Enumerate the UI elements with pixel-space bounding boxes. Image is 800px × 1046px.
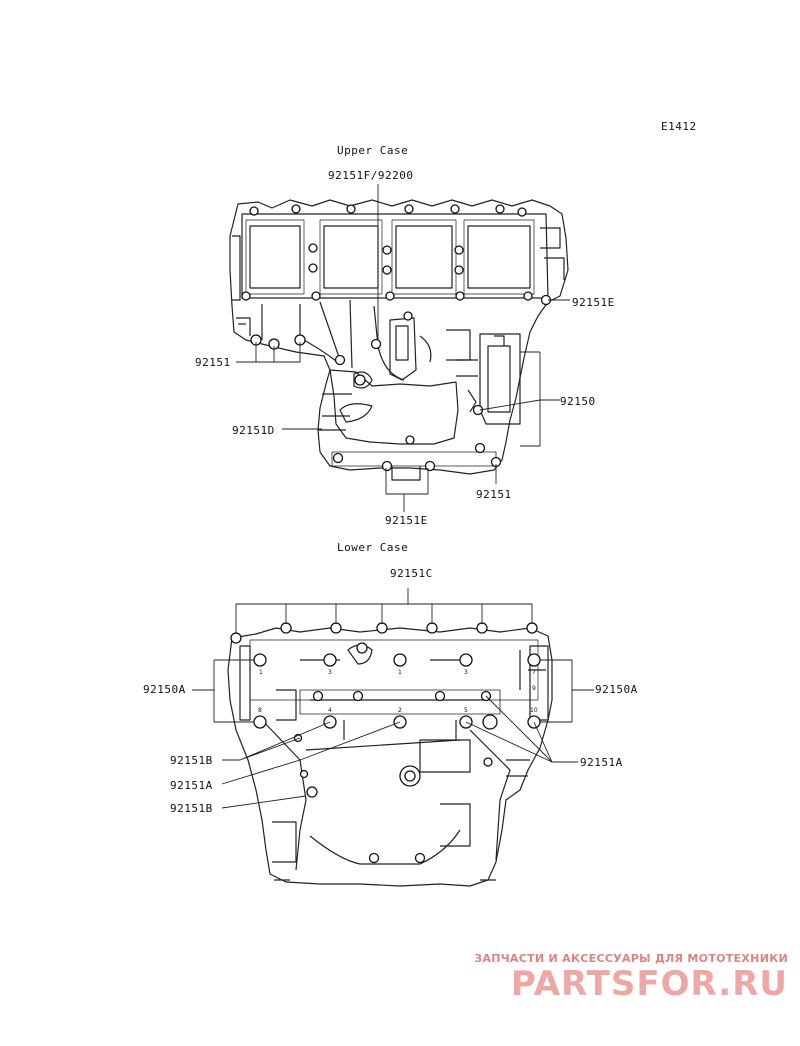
bolt-number: 1 <box>259 669 263 676</box>
lower-label-left-b1[interactable]: 92151B <box>170 754 213 767</box>
upper-label-bottom[interactable]: 92151E <box>385 514 428 527</box>
watermark-brand: PARTSFOR.RU <box>510 964 788 1004</box>
lower-label-right-a[interactable]: 92151A <box>580 756 623 769</box>
upper-label-top[interactable]: 92151F/92200 <box>328 169 414 182</box>
watermark-subtitle: ЗАПЧАСТИ И АКСЕССУАРЫ ДЛЯ МОТОТЕХНИКИ <box>474 952 788 965</box>
bolt-number: 7 <box>532 669 536 676</box>
upper-label-right-bottom[interactable]: 92151 <box>476 488 512 501</box>
bolt-number: 10 <box>530 707 538 714</box>
bolt-number: 3 <box>328 669 332 676</box>
bolt-number: 9 <box>532 685 536 692</box>
lower-leaders <box>192 588 594 809</box>
upper-label-right-mid[interactable]: 92150 <box>560 395 596 408</box>
lower-label-left-a[interactable]: 92151A <box>170 779 213 792</box>
lower-label-left[interactable]: 92150A <box>143 683 186 696</box>
upper-case-title: Upper Case <box>337 144 409 157</box>
bolt-number-group: 1 3 1 3 7 9 8 4 2 5 10 <box>258 669 538 714</box>
lower-label-top[interactable]: 92151C <box>390 567 433 580</box>
bolt-number: 1 <box>398 669 402 676</box>
bolt-number: 5 <box>464 707 468 714</box>
upper-label-left[interactable]: 92151 <box>195 356 231 369</box>
bolt-number: 4 <box>328 707 332 714</box>
lower-case-title: Lower Case <box>337 541 409 554</box>
lower-case-drawing <box>227 627 553 887</box>
upper-case-drawing <box>229 199 569 481</box>
upper-leaders <box>236 184 570 512</box>
bolt-number: 3 <box>464 669 468 676</box>
watermark: ЗАПЧАСТИ И АКСЕССУАРЫ ДЛЯ МОТОТЕХНИКИ PA… <box>474 952 788 1003</box>
bolt-number: 2 <box>398 707 402 714</box>
upper-label-left-mid[interactable]: 92151D <box>232 424 275 437</box>
lower-label-left-b2[interactable]: 92151B <box>170 802 213 815</box>
bolt-number: 8 <box>258 707 262 714</box>
figure-code: E1412 <box>661 120 697 133</box>
upper-label-right-top[interactable]: 92151E <box>572 296 615 309</box>
lower-bolts <box>230 622 541 864</box>
lower-label-right[interactable]: 92150A <box>595 683 638 696</box>
upper-bolts <box>241 204 552 472</box>
